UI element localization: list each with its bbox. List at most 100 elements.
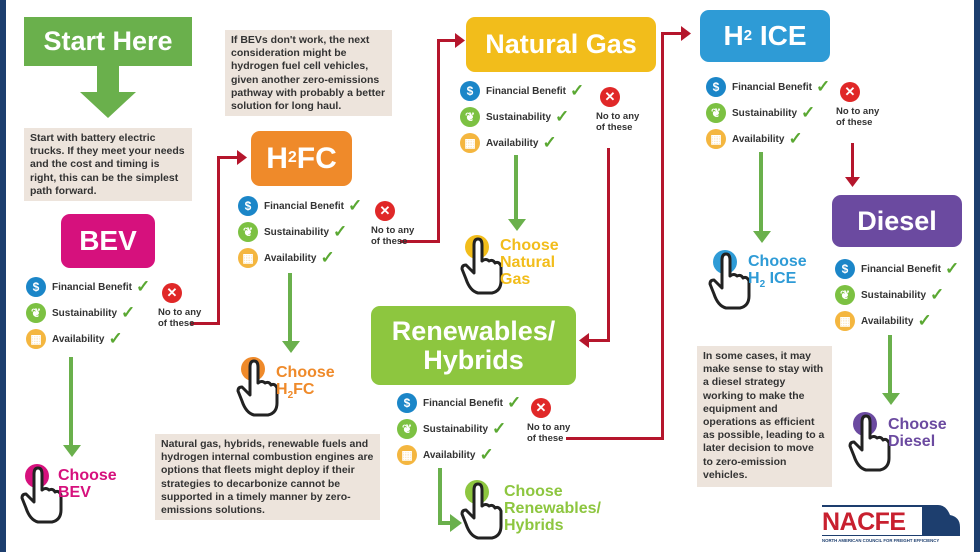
h2ice-sub: 2 xyxy=(743,27,753,45)
criteria-item: ❦Sustainability✓ xyxy=(26,300,150,326)
logo-tagline: NORTH AMERICAN COUNCIL FOR FREIGHT EFFIC… xyxy=(822,538,940,543)
calendar-icon: ▦ xyxy=(460,133,480,153)
choose-label: H xyxy=(276,381,288,398)
criteria-label: Financial Benefit xyxy=(486,85,567,97)
criteria-label: Financial Benefit xyxy=(52,281,133,293)
connector xyxy=(607,148,610,342)
criteria-label: Sustainability xyxy=(861,289,927,301)
bev-box: BEV xyxy=(61,214,155,268)
connector xyxy=(437,39,457,42)
nacfe-logo: NACFE NORTH AMERICAN COUNCIL FOR FREIGHT… xyxy=(822,505,962,547)
dollar-icon: $ xyxy=(238,196,258,216)
h2fc-criteria: $Financial Benefit✓❦Sustainability✓▦Avai… xyxy=(238,193,362,271)
leaf-icon: ❦ xyxy=(706,103,726,123)
criteria-item: ❦Sustainability✓ xyxy=(238,219,362,245)
connector xyxy=(217,156,239,159)
green-connector xyxy=(438,521,452,525)
choose-ren[interactable]: Choose Renewables/ Hybrids xyxy=(504,483,629,534)
start-here-box: Start Here xyxy=(24,17,192,66)
leaf-icon: ❦ xyxy=(460,107,480,127)
no-to-any: ✕ No to any of these xyxy=(371,201,415,247)
choose-bev[interactable]: Choose BEV xyxy=(58,467,128,501)
arrow-down-icon xyxy=(882,393,900,405)
check-icon: ✓ xyxy=(542,133,557,152)
diesel-box: Diesel xyxy=(832,195,962,247)
criteria-item: $Financial Benefit✓ xyxy=(835,256,959,282)
logo-text: NACFE xyxy=(822,508,906,536)
criteria-item: ❦Sustainability✓ xyxy=(835,282,959,308)
no-label: No to any of these xyxy=(371,225,415,247)
ng-hand-pointer-icon[interactable] xyxy=(460,233,506,297)
check-icon: ✓ xyxy=(917,311,932,330)
criteria-label: Availability xyxy=(486,137,539,149)
green-connector xyxy=(69,357,73,447)
no-label: No to any of these xyxy=(158,307,202,329)
x-icon: ✕ xyxy=(375,201,395,221)
check-icon: ✓ xyxy=(507,393,522,412)
natural-gas-box: Natural Gas xyxy=(466,17,656,72)
no-label: No to any of these xyxy=(527,422,571,444)
calendar-icon: ▦ xyxy=(706,129,726,149)
check-icon: ✓ xyxy=(788,129,803,148)
choose-ng[interactable]: Choose Natural Gas xyxy=(500,237,580,288)
arrow-down-icon xyxy=(508,219,526,231)
choose-label: ICE xyxy=(765,270,797,287)
criteria-item: ▦ Availability✓ xyxy=(706,126,830,152)
bev-criteria: $Financial Benefit✓❦Sustainability✓▦Avai… xyxy=(26,274,150,352)
choose-label: H xyxy=(748,270,760,287)
criteria-item: ▦Availability✓ xyxy=(238,245,362,271)
bev-hand-pointer-icon[interactable] xyxy=(20,462,66,526)
renewables-box: Renewables/ Hybrids xyxy=(371,306,576,385)
criteria-item: ▦Availability✓ xyxy=(26,326,150,352)
green-connector xyxy=(288,273,292,343)
connector xyxy=(566,437,664,440)
diesel-hand-pointer-icon[interactable] xyxy=(848,410,894,474)
h2fc-note: If BEVs don't work, the next considerati… xyxy=(225,30,392,116)
no-to-any: ✕No to any of these xyxy=(158,283,202,329)
criteria-label: Financial Benefit xyxy=(264,200,345,212)
connector xyxy=(661,32,664,440)
choose-label: Choose Renewables/ Hybrids xyxy=(504,483,601,534)
criteria-label: Financial Benefit xyxy=(423,397,504,409)
dollar-icon: $ xyxy=(460,81,480,101)
leaf-icon: ❦ xyxy=(835,285,855,305)
arrow-down-icon xyxy=(845,177,860,187)
no-to-any: ✕ No to any of these xyxy=(527,398,571,444)
start-arrow-icon xyxy=(80,66,136,118)
h2ice-title: H xyxy=(723,20,744,52)
choose-label: Choose BEV xyxy=(58,467,117,501)
choose-sub: 2 xyxy=(759,279,766,291)
check-icon: ✓ xyxy=(816,77,831,96)
diesel-criteria: $Financial Benefit✓❦Sustainability✓▦Avai… xyxy=(835,256,959,334)
x-icon: ✕ xyxy=(840,82,860,102)
criteria-item: ❦Sustainability✓ xyxy=(706,100,830,126)
calendar-icon: ▦ xyxy=(26,329,46,349)
criteria-label: Financial Benefit xyxy=(732,81,813,93)
leaf-icon: ❦ xyxy=(238,222,258,242)
check-icon: ✓ xyxy=(945,259,960,278)
arrow-left-icon xyxy=(579,333,589,348)
criteria-label: Availability xyxy=(732,133,785,145)
choose-label: FC xyxy=(293,381,315,398)
check-icon: ✓ xyxy=(570,81,585,100)
h2fc-hand-pointer-icon[interactable] xyxy=(236,355,282,419)
no-label: No to any of these xyxy=(596,111,640,133)
choose-label: Choose Diesel xyxy=(888,416,947,450)
check-icon: ✓ xyxy=(136,277,151,296)
check-icon: ✓ xyxy=(492,419,507,438)
green-connector xyxy=(438,468,442,524)
h2fc-title-b: FC xyxy=(296,141,337,175)
ren-hand-pointer-icon[interactable] xyxy=(460,478,506,542)
arrow-down-icon xyxy=(63,445,81,457)
x-icon: ✕ xyxy=(531,398,551,418)
arrow-down-icon xyxy=(753,231,771,243)
green-connector xyxy=(514,155,518,221)
criteria-item: ❦Sustainability✓ xyxy=(397,416,521,442)
criteria-item: $Financial Benefit✓ xyxy=(238,193,362,219)
h2ice-hand-pointer-icon[interactable] xyxy=(708,248,754,312)
green-connector xyxy=(888,335,892,395)
choose-diesel[interactable]: Choose Diesel xyxy=(888,416,958,450)
